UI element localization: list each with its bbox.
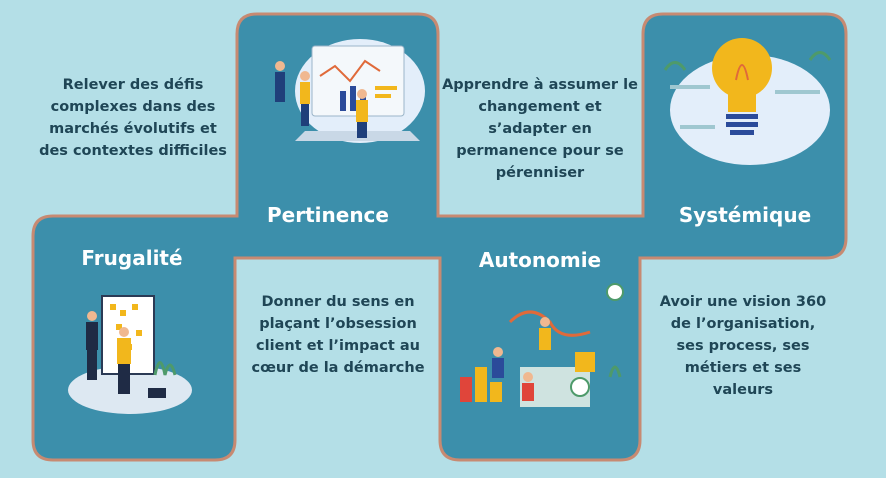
pillar-title-systemique: Systémique: [678, 203, 812, 227]
pillar-title-pertinence: Pertinence: [267, 203, 389, 227]
pillar-description-pertinence: Relever des défis complexes dans des mar…: [39, 77, 227, 159]
pillar-title-autonomie: Autonomie: [478, 248, 602, 272]
pillar-description-autonomie: Avoir une vision 360 de l’organisation, …: [659, 294, 827, 398]
pillar-description-frugalite: Donner du sens en plaçant l’obsession cl…: [251, 294, 425, 376]
lightbulb-illustration: [663, 38, 832, 165]
board-presentation-illustration: [68, 295, 192, 414]
team-building-illustration: [460, 283, 624, 407]
pillar-title-frugalite: Frugalité: [81, 246, 183, 270]
pillar-description-systemique: Apprendre à assumer le changement et s’a…: [442, 77, 638, 181]
data-dashboard-illustration: [275, 39, 425, 143]
